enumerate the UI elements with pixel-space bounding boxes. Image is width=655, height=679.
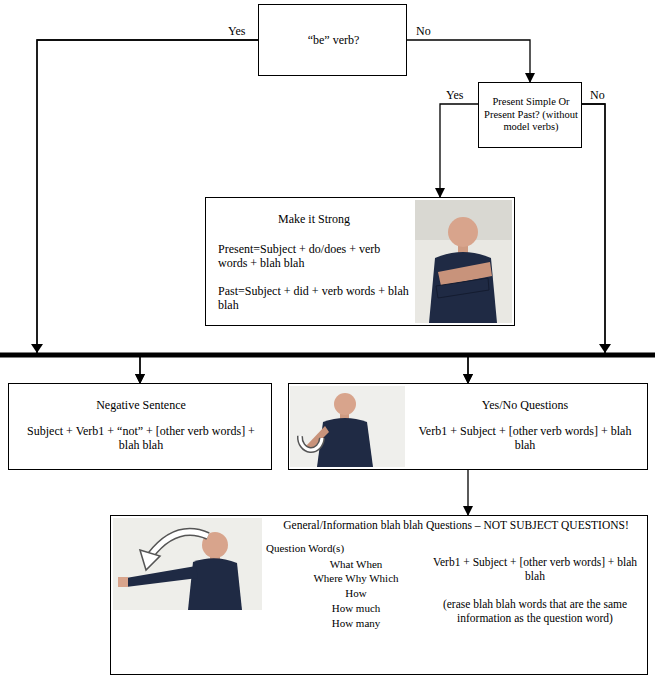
flow-connector [467,470,468,515]
text-slot: Verb1 + Subject + [other verb words] + b… [409,424,641,453]
box-heading: General/Information blah blah Questions … [269,519,643,533]
flow-connector [140,104,605,383]
rule-text: Present=Subject + do/does + verb words +… [218,242,412,271]
box-heading: Yes/No Questions [409,398,641,412]
flow-connector [37,40,468,383]
flow-connector [37,40,258,383]
decision-box: Present Simple Or Present Past? (without… [478,82,582,148]
text-slot: How [291,587,421,600]
text-slot: How much [291,602,421,615]
text-slot: “be” verb? [265,33,402,47]
formula-text: Subject + Verb1 + “not” + [other verb wo… [19,424,263,453]
text-slot: Make it Strong [214,212,414,226]
flow-connector [440,104,478,197]
text-slot: Negative Sentence [19,398,263,412]
question-box: General/Information blah blah Questions … [110,515,648,675]
edge-label: No [588,88,607,102]
label-slot: No [414,24,433,38]
edge-label: Yes [444,88,465,102]
photo-strong [415,200,512,323]
photo-information [113,518,262,610]
text-slot: (erase blah blah words that are the same… [429,598,641,626]
label-slot: Yes [444,88,465,102]
text-slot: General/Information blah blah Questions … [269,519,643,533]
label-slot: Yes [226,24,247,38]
label-slot: No [588,88,607,102]
text-slot: Yes/No Questions [409,398,641,412]
text-slot: Present=Subject + do/does + verb words +… [218,242,412,271]
result-box: Negative SentenceSubject + Verb1 + “not”… [8,383,272,470]
decision-text: Present Simple Or Present Past? (without… [482,96,580,134]
decision-text: “be” verb? [265,33,402,47]
question-word: Where Why Which [291,572,421,585]
rule-text: Past=Subject + did + verb words + blah b… [218,284,412,313]
text-slot: Past=Subject + did + verb words + blah b… [218,284,412,313]
question-word: How much [291,602,421,615]
text-slot: Verb1 + Subject + [other verb words] + b… [429,556,641,584]
edge-label: Yes [226,24,247,38]
edge-label: No [414,24,433,38]
decision-box: “be” verb? [258,4,407,76]
flow-connector [407,40,530,82]
box-heading: Make it Strong [214,212,414,226]
box-heading: Negative Sentence [19,398,263,412]
photo-yes-no [290,386,405,467]
note-text: (erase blah blah words that are the same… [429,598,641,626]
formula-text: Verb1 + Subject + [other verb words] + b… [429,556,641,584]
process-box: Make it StrongPresent=Subject + do/does … [205,197,515,326]
column-heading: Question Word(s) [266,542,376,555]
text-slot: Question Word(s) [266,542,376,555]
formula-text: Verb1 + Subject + [other verb words] + b… [409,424,641,453]
result-box: Yes/No QuestionsVerb1 + Subject + [other… [288,383,648,470]
text-slot: Present Simple Or Present Past? (without… [482,96,580,134]
text-slot: Where Why Which [291,572,421,585]
text-slot: How many [291,617,421,630]
question-word: How [291,587,421,600]
question-word: What When [291,558,421,571]
text-slot: Subject + Verb1 + “not” + [other verb wo… [19,424,263,453]
question-word: How many [291,617,421,630]
flow-connector [468,104,605,383]
text-slot: What When [291,558,421,571]
